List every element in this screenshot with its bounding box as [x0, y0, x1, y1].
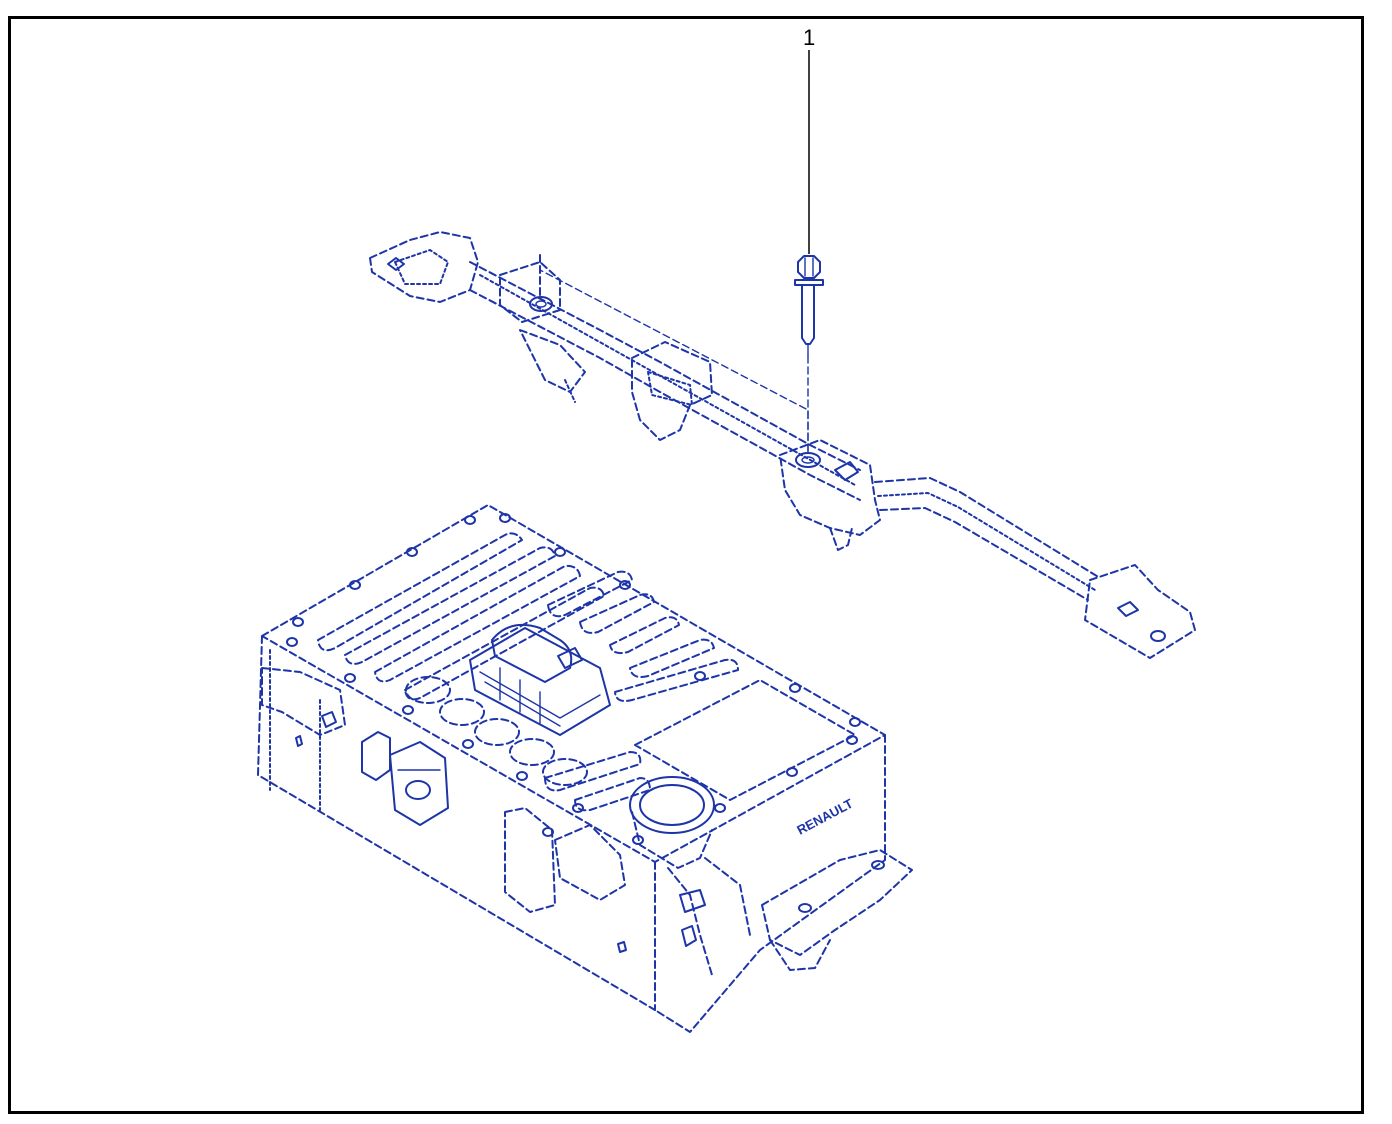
battery-pack[interactable]: RENAULT [257, 504, 913, 1033]
perimeter-bolts [286, 513, 861, 845]
bolt-part[interactable] [794, 255, 824, 453]
diagram-frame [8, 16, 1364, 1114]
brand-marking: RENAULT [794, 796, 855, 838]
callout-1[interactable]: 1 [803, 25, 815, 254]
coolant-port [629, 776, 751, 976]
left-connector [361, 731, 449, 826]
support-bar[interactable] [369, 231, 1196, 659]
cooling-channels [317, 532, 739, 812]
junction-box [469, 624, 611, 736]
callout-number: 1 [803, 25, 815, 50]
